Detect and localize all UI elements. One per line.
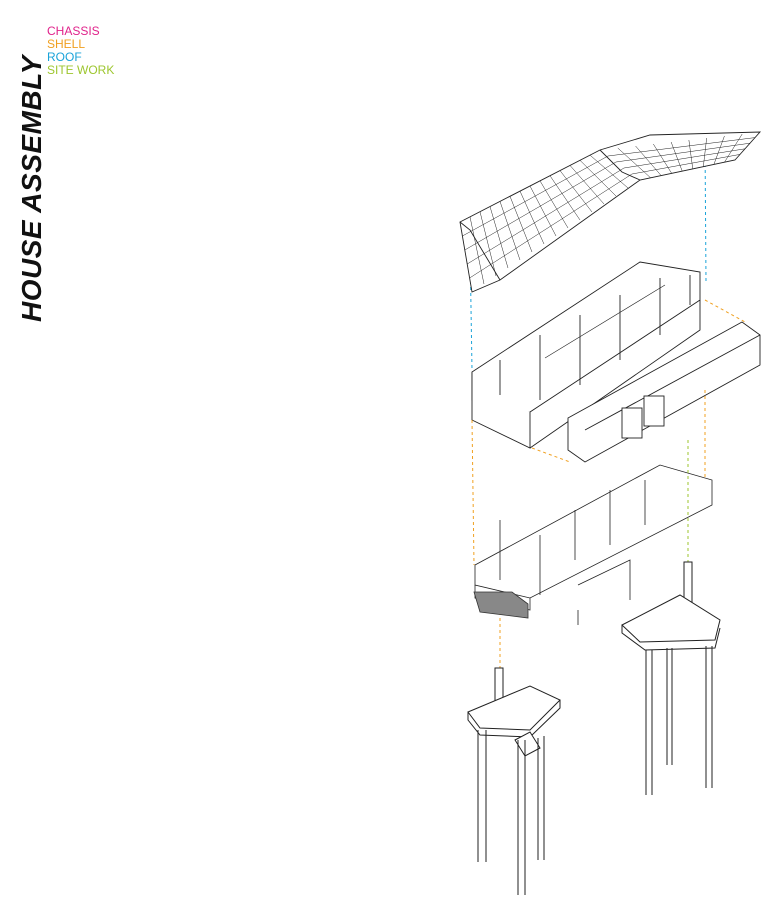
legend-item-chassis: CHASSIS (47, 24, 100, 38)
legend-item-site-work: SITE WORK (47, 63, 115, 77)
site-pier-right (621, 561, 721, 795)
legend-item-shell: SHELL (47, 37, 86, 51)
shell-module (471, 261, 761, 463)
roof-module (459, 131, 762, 293)
site-pier-left (467, 667, 561, 895)
legend-item-roof: ROOF (47, 50, 82, 64)
shell-alignment-lines (471, 299, 746, 670)
legend: CHASSIS SHELL ROOF SITE WORK (47, 25, 114, 77)
chassis-module (473, 464, 713, 625)
